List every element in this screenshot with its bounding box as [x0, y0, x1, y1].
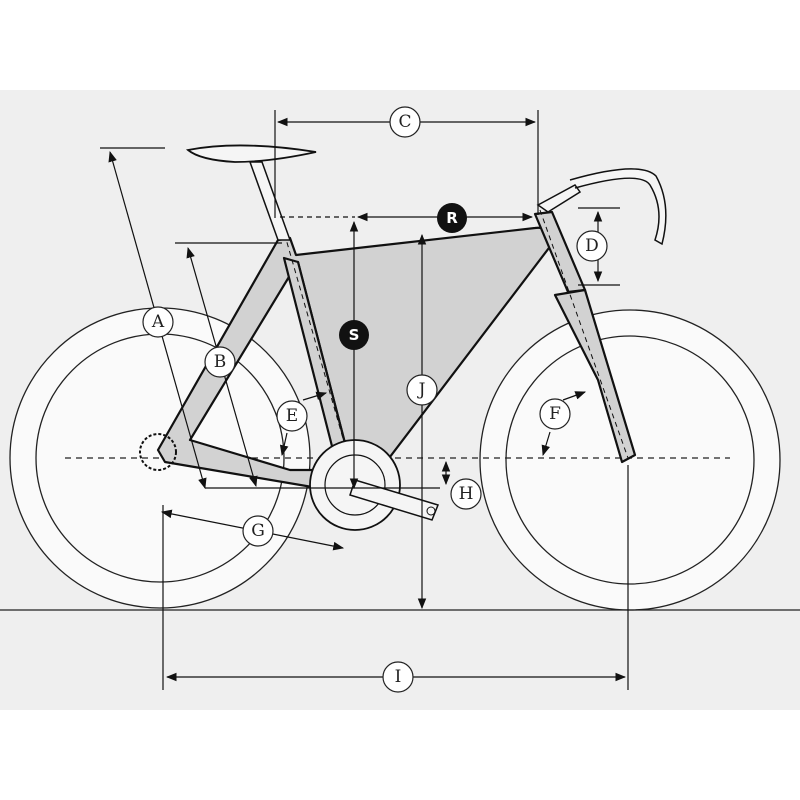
label-f: F	[549, 404, 561, 424]
label-i: I	[395, 667, 402, 687]
saddle	[185, 144, 317, 163]
seat-tube-axis	[281, 224, 353, 471]
label-a: A	[151, 312, 165, 332]
front-wheel	[479, 309, 781, 611]
handlebar	[536, 168, 667, 246]
label-s: S	[349, 326, 360, 344]
label-a-circle	[142, 306, 174, 338]
label-j: J	[417, 380, 426, 400]
seatpost	[248, 161, 292, 241]
label-s-badge	[339, 320, 369, 350]
label-e: E	[286, 406, 298, 426]
label-h: H	[459, 484, 474, 504]
crank-arm	[349, 479, 440, 521]
label-r-badge	[437, 203, 467, 233]
label-d: D	[585, 236, 599, 256]
label-r: R	[446, 209, 458, 227]
label-c: C	[398, 112, 411, 132]
steering-axis	[539, 209, 629, 459]
label-g: G	[251, 521, 265, 541]
label-b: B	[214, 352, 227, 372]
